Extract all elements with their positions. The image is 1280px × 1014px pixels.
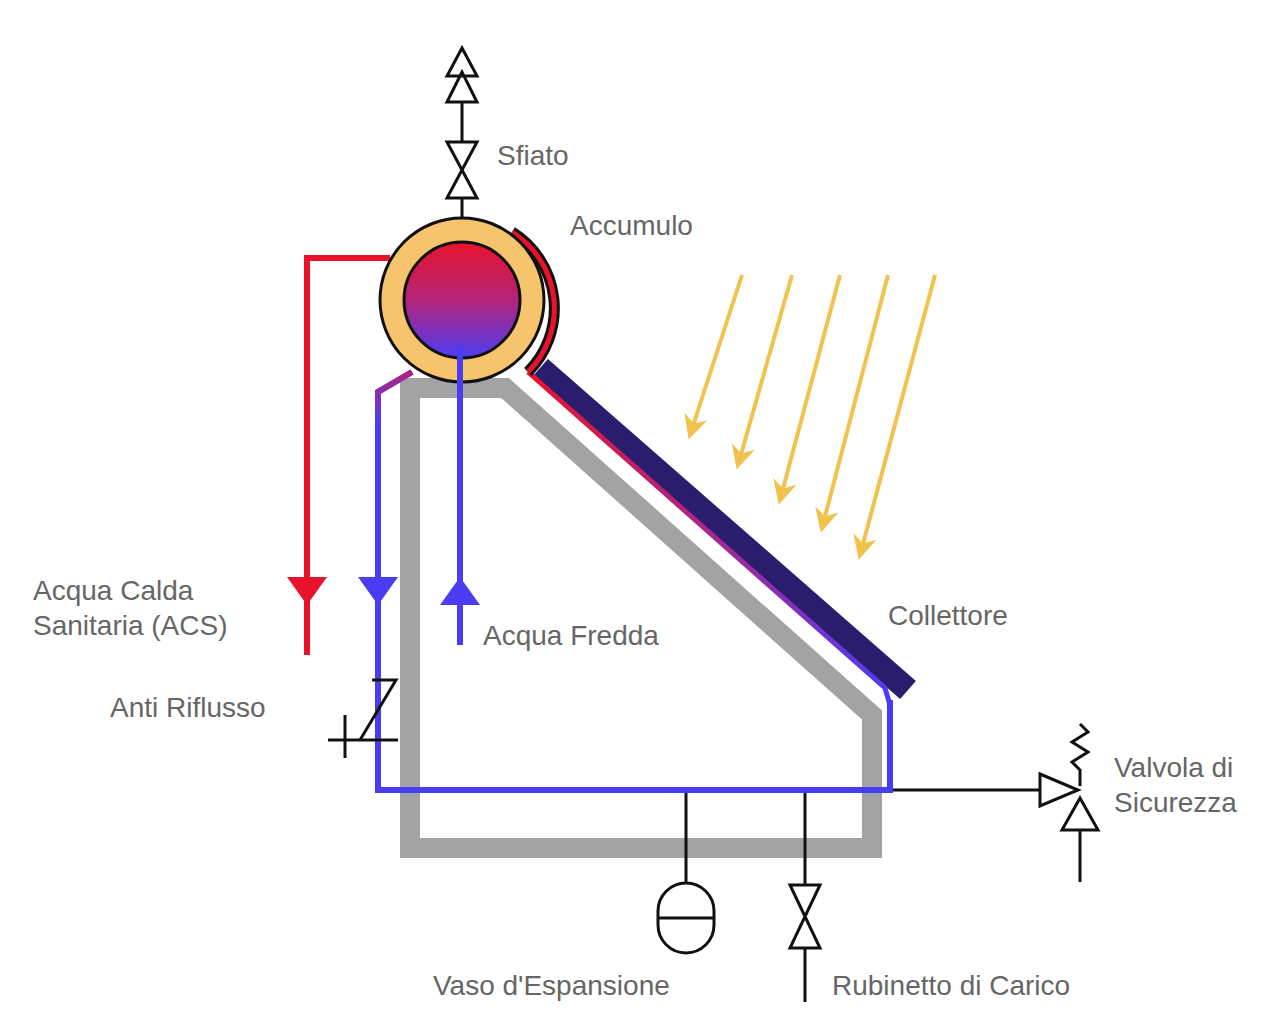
tank-inner xyxy=(404,242,520,358)
safety-valve-symbol xyxy=(893,724,1098,882)
part-label: Accumulo xyxy=(570,208,693,243)
check-valve-symbol xyxy=(328,680,398,758)
part-label: Anti Riflusso xyxy=(110,690,266,725)
part-label: Sfiato xyxy=(497,138,569,173)
part-label: Acqua Fredda xyxy=(483,618,659,653)
hot-water-pipe xyxy=(307,258,390,655)
cold-water-pipe xyxy=(457,345,463,385)
vent-arrows xyxy=(447,48,477,102)
part-label: Collettore xyxy=(888,598,1008,633)
flow-arrow xyxy=(287,577,327,605)
part-label: Valvola di Sicurezza xyxy=(1114,750,1274,820)
part-label: Rubinetto di Carico xyxy=(832,968,1070,1003)
vent-valve xyxy=(447,142,477,198)
sun-rays xyxy=(690,275,935,555)
return-pipe xyxy=(378,372,890,790)
expansion-vessel-symbol xyxy=(658,793,714,953)
return-pipe-top xyxy=(378,372,412,420)
flow-arrow xyxy=(358,577,398,605)
part-label: Vaso d'Espansione xyxy=(433,968,670,1003)
fill-tap-symbol xyxy=(790,793,820,1002)
flow-arrow xyxy=(440,577,480,605)
collector-pipe xyxy=(528,372,890,705)
part-label: Acqua Calda Sanitaria (ACS) xyxy=(33,573,268,643)
